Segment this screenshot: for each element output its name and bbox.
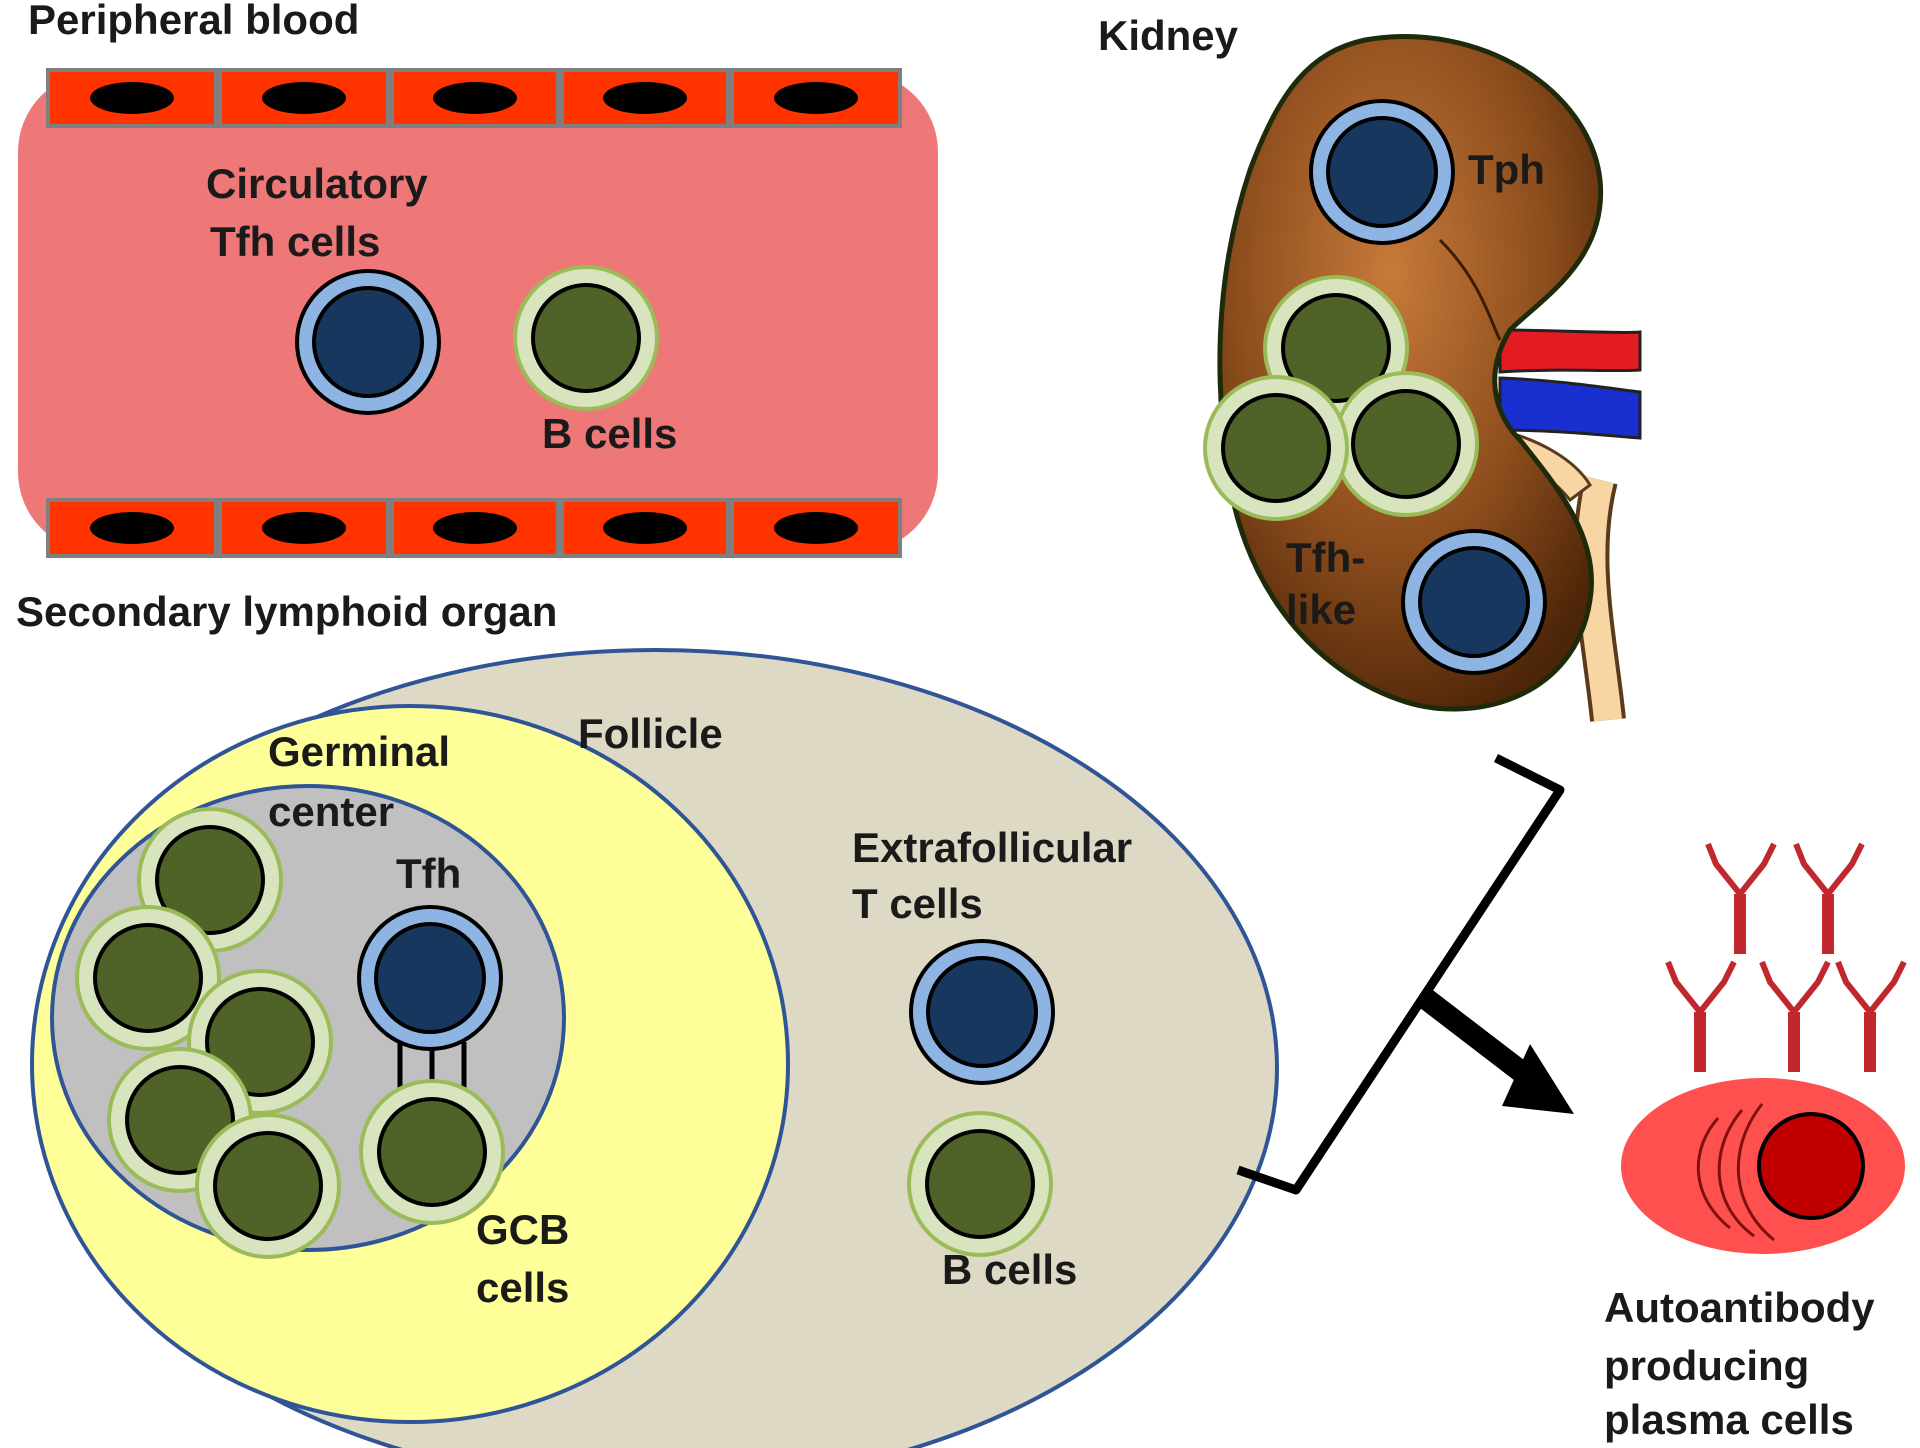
tfh-like-label: Tfh- like — [1286, 534, 1377, 633]
lymphoid-organ-panel: Secondary lymphoid organ Follicle Germin… — [16, 588, 1279, 1448]
gcb-cell — [359, 1079, 505, 1225]
endothelium-top — [46, 68, 902, 128]
kidney-panel: Kidney Tph Tfh- like — [1098, 12, 1642, 722]
antibodies — [1668, 844, 1904, 1072]
extrafollicular-t-cell — [909, 939, 1055, 1085]
blood-vessel-lumen — [18, 72, 938, 552]
extrafollicular-label: Extrafollicular T cells — [852, 824, 1144, 927]
gc-tfh-label: Tfh — [396, 850, 461, 897]
blood-b-cell — [513, 265, 659, 411]
blood-b-cells-label: B cells — [542, 410, 677, 457]
kidney-tfh-like-cell — [1401, 529, 1547, 675]
endothelium-bottom — [46, 498, 902, 558]
extrafollicular-b-cell — [907, 1111, 1053, 1257]
peripheral-blood-panel: Peripheral blood Circu — [18, 0, 938, 558]
tph-label: Tph — [1468, 146, 1545, 193]
peripheral-blood-title: Peripheral blood — [28, 0, 359, 43]
renal-vessels — [1498, 328, 1642, 722]
plasma-cell-output: Autoantibody producing plasma cells — [1604, 844, 1905, 1443]
circulatory-tfh-cell — [295, 269, 441, 415]
germinal-center-label: Germinal center — [268, 728, 462, 835]
gc-tfh-cell — [357, 905, 503, 1051]
follicle-label: Follicle — [578, 710, 723, 757]
convergence-bracket — [1236, 753, 1574, 1195]
kidney-title: Kidney — [1098, 12, 1239, 59]
kidney-b-cell-2 — [1333, 371, 1479, 517]
extrafollicular-b-cells-label: B cells — [942, 1246, 1077, 1293]
kidney-tph-cell — [1309, 99, 1455, 245]
kidney-b-cell-3 — [1203, 375, 1349, 521]
arrow-head — [1502, 1044, 1574, 1114]
gcb-cells-label: GCB cells — [476, 1206, 581, 1311]
plasma-cell-nucleus — [1757, 1112, 1865, 1220]
lymphoid-organ-title: Secondary lymphoid organ — [16, 588, 557, 635]
circulatory-tfh-label: Circulatory Tfh cells — [206, 160, 439, 265]
plasma-cells-label: Autoantibody producing plasma cells — [1604, 1284, 1886, 1443]
